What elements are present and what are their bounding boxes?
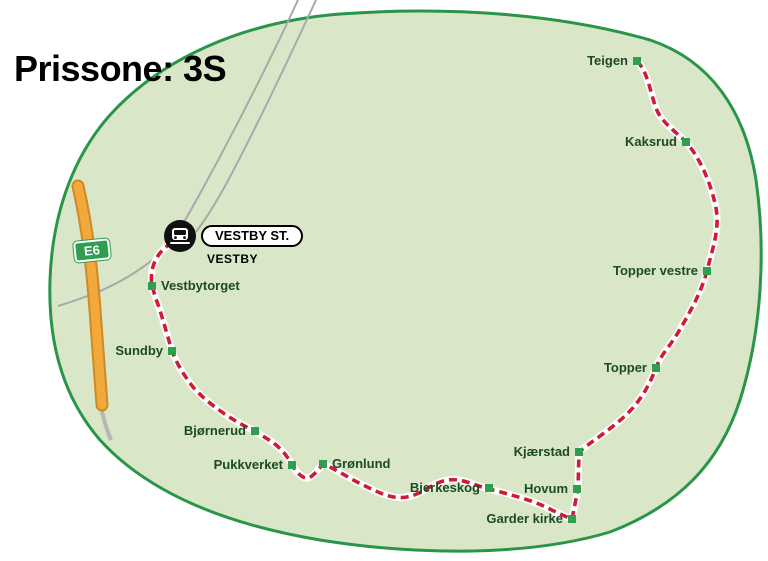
stop-square-icon (168, 347, 176, 355)
stop-square-icon (148, 282, 156, 290)
stop-label: Bjerkeskog (409, 480, 480, 495)
stop-square-icon (568, 515, 576, 523)
stop-square-icon (288, 461, 296, 469)
route-line (149, 59, 719, 522)
station-name-pill: VESTBY ST. (201, 225, 304, 247)
stop-label: Sundby (115, 343, 163, 358)
stop-label: Kaksrud (624, 134, 677, 149)
e6-road-badge: E6 (73, 238, 111, 263)
stop-label: Teigen (587, 53, 628, 68)
train-station-icon (164, 220, 196, 252)
page-title: Prissone: 3S (14, 48, 227, 89)
stop-square-icon (703, 267, 711, 275)
stop-square-icon (319, 460, 327, 468)
stop-square-icon (682, 138, 690, 146)
stop-label: Grønlund (332, 456, 391, 471)
stop-label: Topper (603, 360, 647, 375)
stop-label: Hovum (523, 481, 568, 496)
stop-square-icon (485, 484, 493, 492)
stop-square-icon (573, 485, 581, 493)
stop-label: Pukkverket (213, 457, 283, 472)
e6-highway (73, 181, 107, 410)
stop-square-icon (652, 364, 660, 372)
stop-label: Topper vestre (612, 263, 698, 278)
stop-label: Kjærstad (513, 444, 570, 459)
stop-label: Garder kirke (486, 511, 563, 526)
stop-square-icon (575, 448, 583, 456)
station-sublabel: VESTBY (207, 252, 259, 266)
stop-square-icon (251, 427, 259, 435)
stop-label: Vestbytorget (161, 278, 240, 293)
stop-label: Bjørnerud (183, 423, 246, 438)
road-line (195, 0, 317, 233)
stop-square-icon (633, 57, 641, 65)
